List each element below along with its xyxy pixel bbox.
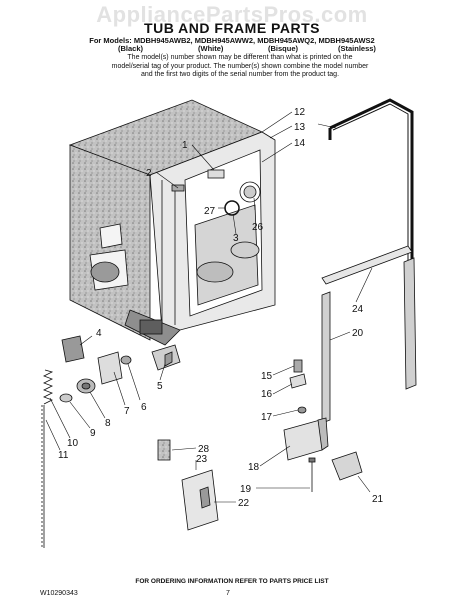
page-number: 7 (226, 590, 230, 597)
callout-20: 20 (352, 328, 364, 339)
callout-14: 14 (294, 138, 306, 149)
lower-right-parts (157, 359, 363, 531)
callout-22: 22 (238, 498, 250, 509)
callout-26: 26 (252, 222, 264, 233)
callout-24: 24 (352, 304, 364, 315)
callout-9: 9 (90, 428, 96, 439)
callout-4: 4 (96, 328, 102, 339)
callout-21: 21 (372, 494, 384, 505)
callout-2: 2 (146, 168, 152, 179)
callout-12: 12 (294, 107, 306, 118)
callout-28: 28 (198, 444, 210, 455)
callout-7: 7 (124, 406, 130, 417)
tub-assembly (68, 99, 276, 346)
side-trim-20 (321, 257, 417, 424)
models-line: For Models: MDBH945AWB2, MDBH945AWW2, MD… (89, 36, 375, 45)
leader-lines (45, 111, 373, 503)
callout-1: 1 (182, 140, 188, 151)
document-id: W10290343 (40, 590, 78, 597)
callout-27: 27 (204, 206, 216, 217)
callout-18: 18 (248, 462, 260, 473)
ordering-info: FOR ORDERING INFORMATION REFER TO PARTS … (135, 578, 329, 585)
model-note: The model(s) number shown may be differe… (111, 54, 369, 78)
color-black: (Black) (118, 44, 144, 53)
callout-8: 8 (105, 418, 111, 429)
color-white: (White) (198, 44, 224, 53)
small-parts (41, 335, 181, 548)
callout-16: 16 (261, 389, 273, 400)
callout-6: 6 (141, 402, 147, 413)
callout-10: 10 (67, 438, 79, 449)
callout-19: 19 (240, 484, 252, 495)
callout-23: 23 (196, 454, 208, 465)
callout-17: 17 (261, 412, 273, 423)
callout-15: 15 (261, 371, 273, 382)
watermark: AppliancePartsPros.com (96, 2, 368, 27)
color-stainless: (Stainless) (338, 44, 376, 53)
strip-24 (321, 245, 413, 285)
page-title: TUB AND FRAME PARTS (144, 20, 320, 36)
color-bisque: (Bisque) (268, 44, 298, 53)
callout-3: 3 (233, 233, 239, 244)
callout-5: 5 (157, 381, 163, 392)
callout-11: 11 (58, 450, 69, 461)
callout-13: 13 (294, 122, 306, 133)
callout-labels: 1 2 3 4 5 6 7 8 9 10 11 12 13 14 15 16 1… (58, 107, 384, 509)
